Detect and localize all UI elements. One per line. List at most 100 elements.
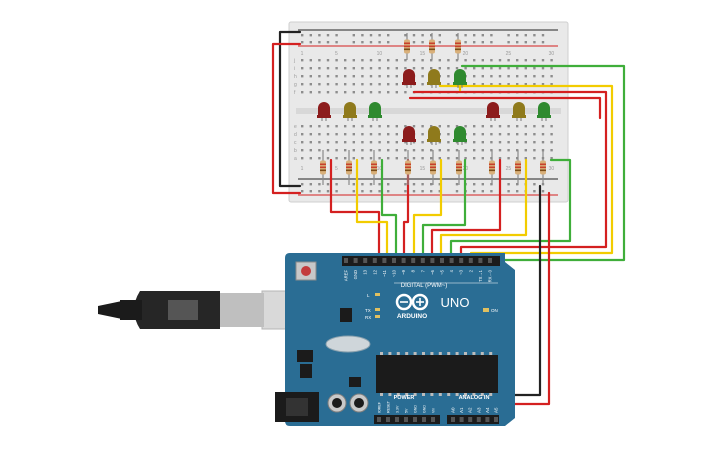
- digital-pin-label: RX←0: [488, 269, 493, 282]
- led-yellow: [343, 102, 357, 121]
- resistor: [515, 150, 521, 185]
- wire-yellow: [412, 158, 443, 260]
- wire-green: [449, 158, 572, 260]
- resistor: [346, 150, 352, 185]
- breadboard-column-number: 25: [506, 51, 512, 57]
- led-green: [453, 126, 467, 145]
- wire-red: [408, 96, 602, 120]
- wire-green: [421, 158, 467, 260]
- led-red: [402, 69, 416, 88]
- analog-pin-label: A3: [476, 407, 481, 413]
- digital-pin-label: 2: [468, 269, 473, 272]
- breadboard-row-letter: f: [294, 90, 296, 96]
- digital-pin-label: ~5: [440, 269, 445, 274]
- wire-red: [271, 42, 302, 195]
- power-pin-label: IOREF: [377, 401, 381, 413]
- resistor: [320, 150, 326, 185]
- analog-pin-label: A2: [468, 407, 473, 413]
- breadboard-row-letter: d: [294, 132, 297, 138]
- breadboard-column-number: 10: [377, 166, 383, 172]
- wire-black: [278, 30, 302, 188]
- digital-pin-label: 13: [363, 269, 368, 274]
- digital-pin-label: 8: [411, 269, 416, 272]
- arduino-logo-icon: [395, 293, 429, 311]
- resistor: [404, 33, 410, 60]
- led-red: [402, 126, 416, 145]
- wire-red: [430, 158, 502, 260]
- breadboard-row-letter: b: [294, 148, 297, 154]
- breadboard-column-number: 1: [301, 51, 304, 57]
- digital-pin-label: ~10: [392, 269, 397, 277]
- l-led-label: L: [367, 293, 370, 298]
- breadboard-row-letter: a: [294, 156, 297, 162]
- analog-pin-label: A0: [451, 407, 456, 413]
- rx-led-label: RX: [365, 315, 371, 320]
- leds: [317, 69, 551, 145]
- breadboard-row-letter: j: [293, 58, 295, 64]
- digital-pin-label: ~9: [401, 269, 406, 274]
- resistor: [430, 150, 436, 185]
- wire-red: [412, 90, 608, 260]
- usb-cable-icon: [98, 290, 307, 330]
- led-yellow: [427, 69, 441, 88]
- breadboard-column-number: 25: [506, 166, 512, 172]
- analog-label: ANALOG IN: [459, 395, 490, 401]
- breadboard-column-number: 5: [335, 51, 338, 57]
- digital-label: DIGITAL (PWM~): [401, 283, 448, 289]
- breadboard-row-letter: i: [294, 66, 295, 72]
- breadboard-column-number: 30: [549, 51, 555, 57]
- resistor: [371, 150, 377, 185]
- analog-pin-label: A5: [494, 407, 499, 413]
- wire-green: [460, 64, 626, 262]
- breadboard-row-letter: c: [294, 140, 297, 146]
- wire-green: [380, 158, 398, 260]
- breadboard-column-number: 15: [420, 166, 426, 172]
- digital-pin-label: ~11: [382, 269, 387, 276]
- wire-red: [402, 158, 410, 260]
- power-pin-label: Vin: [431, 408, 435, 413]
- power-pin-label: GND: [413, 405, 417, 413]
- resistor: [489, 150, 495, 185]
- led-yellow: [427, 126, 441, 145]
- breadboard-column-number: 10: [377, 51, 383, 57]
- analog-pin-label: A1: [459, 407, 464, 413]
- digital-pin-label: ~6: [430, 269, 435, 274]
- breadboard-row-letter: e: [294, 124, 297, 130]
- breadboard-column-number: 1: [301, 166, 304, 172]
- breadboard-row-letter: h: [294, 74, 297, 80]
- resistor: [405, 150, 411, 185]
- power-pin-label: 5V: [404, 408, 408, 413]
- resistor: [429, 33, 435, 60]
- breadboard-column-number: 15: [420, 51, 426, 57]
- led-green: [453, 69, 467, 88]
- resistors: [320, 33, 546, 185]
- resistor: [456, 150, 462, 185]
- breadboard-row-letter: g: [294, 82, 297, 88]
- digital-pin-label: ~3: [459, 269, 464, 274]
- digital-pin-label: GND: [353, 270, 358, 279]
- power-pin-label: GND: [422, 405, 426, 413]
- power-label: POWER: [394, 395, 415, 401]
- tx-led-label: TX: [365, 308, 371, 313]
- on-led-label: ON: [491, 308, 498, 313]
- model-label: UNO: [441, 295, 470, 310]
- led-red: [317, 102, 331, 121]
- digital-pin-label: 7: [420, 269, 425, 272]
- digital-pin-label: 12: [372, 269, 377, 274]
- resistor: [540, 150, 546, 185]
- digital-pin-label: TX→1: [478, 269, 483, 282]
- power-pin-label: RESET: [386, 400, 390, 413]
- digital-pin-label: AREF: [344, 270, 349, 282]
- resistor: [455, 33, 461, 60]
- breadboard-column-number: 20: [463, 51, 469, 57]
- wire-red: [329, 158, 381, 260]
- led-green: [368, 102, 382, 121]
- arduino-board: AREF GND 13 12 ~11 ~10 ~9 8 7 ~6 ~5 4 ~3 2 TX→1 RX←0 DI…: [275, 253, 515, 426]
- breadboard-column-number: 5: [335, 166, 338, 172]
- led-yellow: [512, 102, 526, 121]
- brand-label: ARDUINO: [397, 313, 427, 320]
- wire-yellow: [439, 158, 528, 260]
- breadboard-column-number: 30: [549, 166, 555, 172]
- digital-pin-label: 4: [449, 269, 454, 272]
